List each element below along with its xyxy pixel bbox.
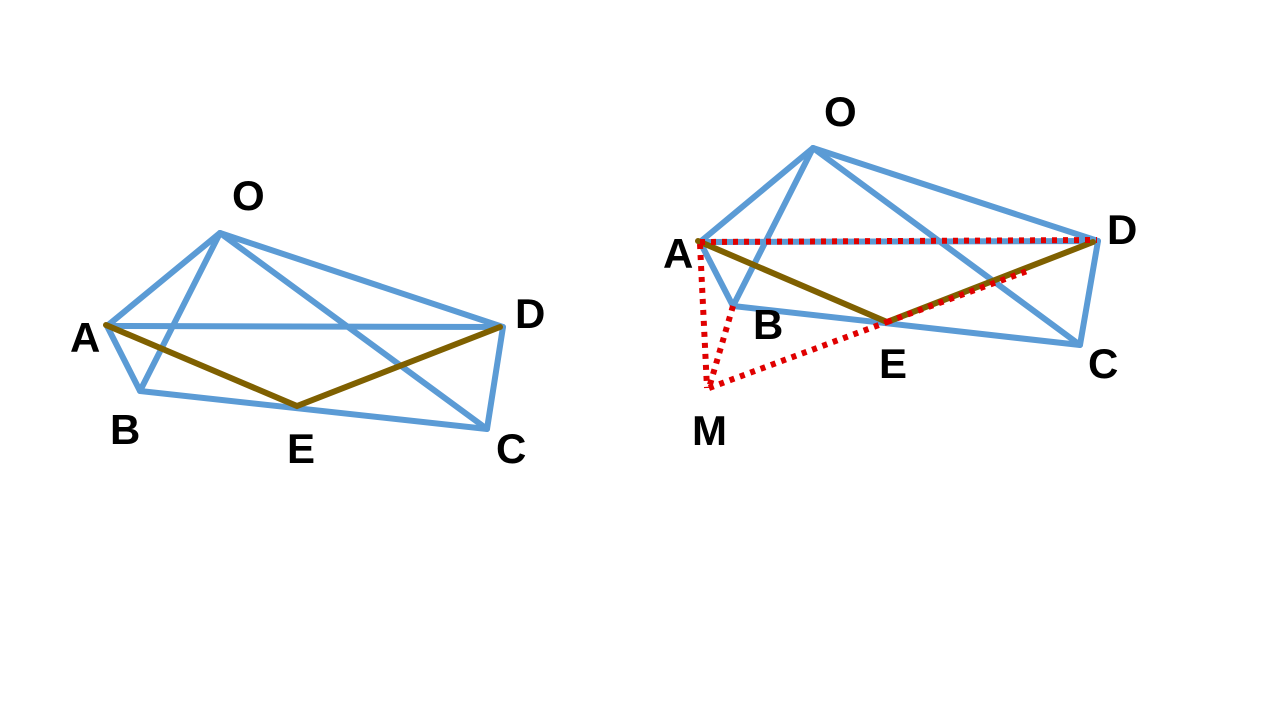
construction-lines xyxy=(697,237,1098,391)
label-C: C xyxy=(496,425,526,472)
figure-right: O A B E C D M xyxy=(663,88,1137,454)
pyramid-edges-right xyxy=(697,145,1101,348)
label-B: B xyxy=(110,406,140,453)
label-O: O xyxy=(232,172,265,219)
edge-OB xyxy=(730,145,816,309)
label-B: B xyxy=(753,301,783,348)
pyramid-edges-left xyxy=(104,230,506,432)
edge-OB xyxy=(137,230,223,394)
label-D: D xyxy=(1107,206,1137,253)
label-A: A xyxy=(70,314,100,361)
label-O: O xyxy=(824,88,857,135)
figure-left: O A B E C D xyxy=(70,172,545,472)
dotted-AM xyxy=(697,243,710,389)
label-C: C xyxy=(1088,340,1118,387)
edge-OC xyxy=(217,230,490,432)
edge-OD xyxy=(217,230,506,330)
label-A: A xyxy=(663,230,693,277)
label-E: E xyxy=(287,425,315,472)
edge-OA xyxy=(697,145,816,245)
label-E: E xyxy=(879,340,907,387)
label-M: M xyxy=(692,407,727,454)
dotted-ED xyxy=(885,267,1032,325)
edge-OC xyxy=(810,145,1083,348)
base-ABCD xyxy=(104,323,506,432)
path-AED xyxy=(103,322,503,410)
edge-OA xyxy=(104,230,223,329)
dotted-AD xyxy=(699,237,1098,245)
dotted-ME xyxy=(707,319,889,391)
dotted-BM xyxy=(706,305,736,389)
edge-OD xyxy=(810,145,1101,244)
label-D: D xyxy=(515,290,545,337)
